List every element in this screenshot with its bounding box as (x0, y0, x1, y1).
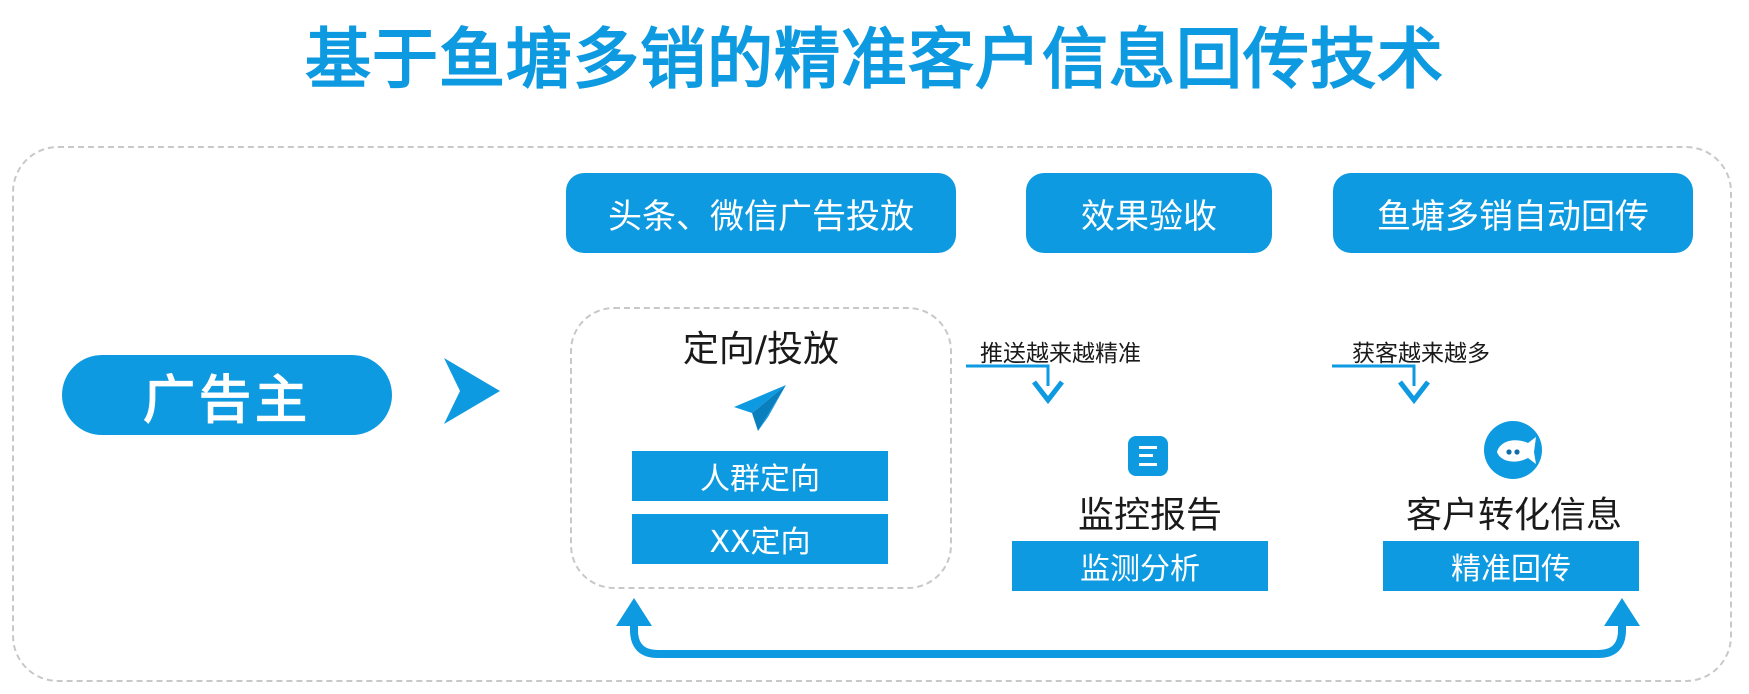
flow-label-precision: 推送越来越精准 (980, 341, 1141, 367)
advertiser-node: 广告主 (62, 355, 392, 435)
xx-targeting-label: XX定向 (709, 525, 811, 560)
monitoring-analysis-label: 监测分析 (1080, 552, 1200, 587)
flow-arrow-customers (1332, 364, 1430, 405)
page-title: 基于鱼塘多销的精准客户信息回传技术 (305, 21, 1444, 98)
audience-targeting-box: 人群定向 (632, 451, 888, 501)
precise-return-box: 精准回传 (1383, 541, 1639, 591)
flow-arrow-precision (966, 364, 1064, 405)
diagram-frame (12, 146, 1732, 682)
monitoring-analysis-box: 监测分析 (1012, 541, 1268, 591)
targeting-heading: 定向/投放 (682, 329, 840, 370)
header-effect-acceptance: 效果验收 (1026, 173, 1272, 253)
header-auto-return-label: 鱼塘多销自动回传 (1377, 196, 1649, 237)
monitoring-report-heading: 监控报告 (1077, 495, 1222, 536)
xx-targeting-box: XX定向 (632, 514, 888, 564)
customer-conversion-heading: 客户转化信息 (1405, 495, 1622, 536)
header-effect-acceptance-label: 效果验收 (1081, 196, 1217, 237)
fish-logo-icon (1484, 421, 1542, 479)
flow-label-customers: 获客越来越多 (1352, 341, 1490, 367)
header-auto-return: 鱼塘多销自动回传 (1333, 173, 1693, 253)
targeting-group (570, 307, 952, 589)
header-ad-placement-label: 头条、微信广告投放 (608, 196, 914, 237)
audience-targeting-label: 人群定向 (700, 462, 820, 497)
list-document-icon (1128, 436, 1168, 476)
paper-plane-icon (734, 385, 786, 431)
header-ad-placement: 头条、微信广告投放 (566, 173, 956, 253)
precise-return-label: 精准回传 (1451, 552, 1571, 587)
advertiser-label: 广告主 (142, 370, 311, 431)
play-arrow-icon (444, 358, 500, 424)
